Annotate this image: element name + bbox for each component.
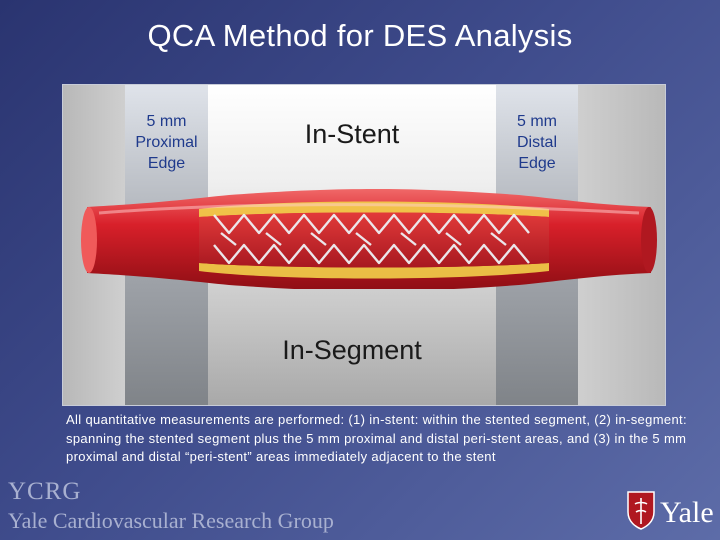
proximal-edge-label: 5 mm Proximal Edge: [125, 111, 208, 174]
vessel-right-opening: [641, 207, 657, 273]
proximal-edge-label-line1: 5 mm: [146, 113, 187, 130]
vessel-left-opening: [81, 207, 97, 273]
proximal-edge-label-line2: Proximal: [135, 134, 198, 151]
slide-title: QCA Method for DES Analysis: [147, 18, 573, 53]
ycrg-abbreviation: YCRG: [8, 478, 82, 505]
proximal-edge-label-line3: Edge: [147, 155, 186, 172]
distal-edge-label-line2: Distal: [516, 134, 557, 151]
vessel-highlight: [98, 203, 640, 215]
yale-shield-icon: [627, 491, 655, 530]
yale-wordmark: Yale: [660, 496, 714, 529]
stent-struts: [213, 213, 530, 265]
distal-edge-label-line1: 5 mm: [517, 113, 557, 130]
in-segment-label: In-Segment: [282, 335, 422, 365]
in-stent-label: In-Stent: [304, 119, 400, 149]
qca-diagram: 5 mm Proximal Edge In-Stent 5 mm Distal …: [62, 84, 666, 406]
ycrg-full-name: Yale Cardiovascular Research Group: [8, 508, 334, 533]
plaque-bottom: [199, 263, 549, 279]
distal-edge-label: 5 mm Distal Edge: [496, 111, 578, 174]
stented-vessel-illustration: [81, 189, 657, 289]
caption-text: All quantitative measurements are perfor…: [66, 412, 687, 464]
distal-edge-label-line3: Edge: [518, 155, 556, 172]
